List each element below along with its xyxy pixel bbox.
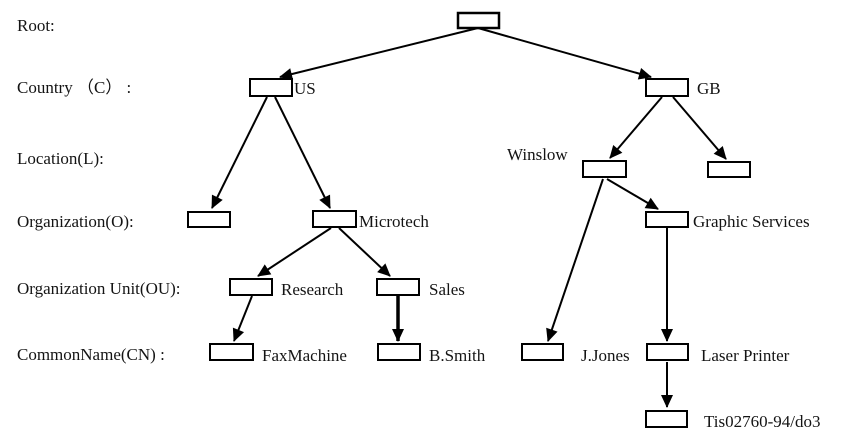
node-label-document: Tis02760-94/do3 xyxy=(704,412,821,431)
level-label-country: Country （C） : xyxy=(17,78,131,97)
edge-microtech-research xyxy=(257,227,332,277)
node-label-faxmachine: FaxMachine xyxy=(262,346,347,365)
node-box-laserprinter xyxy=(646,343,689,361)
node-label-sales: Sales xyxy=(429,280,465,299)
node-label-bsmith: B.Smith xyxy=(429,346,486,365)
node-label-us: US xyxy=(294,79,316,98)
node-box-root xyxy=(456,11,501,30)
level-label-location: Location(L): xyxy=(17,149,104,168)
edge-root-us xyxy=(279,27,479,80)
node-box-graphic-services xyxy=(645,211,689,228)
edge-research-faxmachine xyxy=(232,295,253,342)
node-box-microtech xyxy=(312,210,357,228)
edge-root-gb xyxy=(477,27,652,80)
edge-winslow-jjones xyxy=(546,178,604,342)
node-box-jjones xyxy=(521,343,564,361)
node-label-gb: GB xyxy=(697,79,721,98)
node-label-graphic-services: Graphic Services xyxy=(693,212,810,231)
level-label-root: Root: xyxy=(17,16,55,35)
node-box-document xyxy=(645,410,688,428)
node-box-location-unnamed xyxy=(707,161,751,178)
level-label-common-name: CommonName(CN) : xyxy=(17,345,165,364)
node-box-bsmith xyxy=(377,343,421,361)
node-label-jjones: J.Jones xyxy=(581,346,630,365)
edge-us-org-unnamed xyxy=(211,96,268,209)
node-label-research: Research xyxy=(281,280,344,299)
node-box-faxmachine xyxy=(209,343,254,361)
edge-gb-winslow xyxy=(609,96,663,159)
node-label-laserprinter: Laser Printer xyxy=(701,346,790,365)
node-box-sales xyxy=(376,278,420,296)
edge-microtech-sales xyxy=(338,227,391,277)
edge-gb-location-unnamed xyxy=(672,96,727,160)
node-box-winslow xyxy=(582,160,627,178)
node-box-us xyxy=(249,78,293,97)
node-box-research xyxy=(229,278,273,296)
node-label-winslow: Winslow xyxy=(507,145,568,164)
node-label-microtech: Microtech xyxy=(359,212,429,231)
level-label-organization: Organization(O): xyxy=(17,212,134,231)
edge-us-microtech xyxy=(274,96,331,209)
level-label-organization-unit: Organization Unit(OU): xyxy=(17,279,181,298)
node-box-gb xyxy=(645,78,689,97)
edge-winslow-graphic xyxy=(606,178,659,210)
node-box-org-unnamed xyxy=(187,211,231,228)
